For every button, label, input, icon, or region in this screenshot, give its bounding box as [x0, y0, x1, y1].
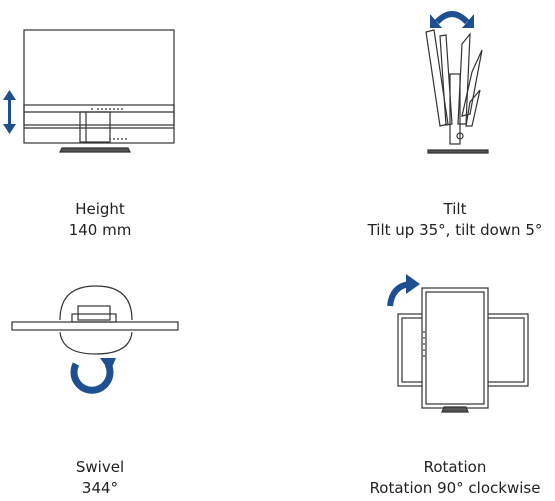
curved-double-arrow-icon — [430, 11, 474, 28]
height-adjust-illustration — [3, 29, 175, 153]
rotation-adjust-illustration — [387, 274, 529, 413]
tilt-adjust-illustration — [425, 11, 489, 154]
swivel-title: Swivel — [75, 458, 125, 476]
tilt-caption: Tilt Tilt up 35°, tilt down 5° — [355, 199, 555, 241]
rotation-detail: Rotation 90° clockwise — [369, 479, 541, 497]
height-title: Height — [75, 200, 125, 218]
rotation-title: Rotation — [423, 458, 487, 476]
tilt-detail: Tilt up 35°, tilt down 5° — [367, 221, 543, 239]
height-caption: Height 140 mm — [40, 199, 160, 241]
height-detail: 140 mm — [68, 221, 132, 239]
tilt-title: Tilt — [443, 200, 467, 218]
swivel-detail: 344° — [81, 479, 119, 497]
swivel-adjust-illustration — [11, 285, 179, 394]
rotation-caption: Rotation Rotation 90° clockwise — [355, 457, 555, 499]
circular-arrow-icon — [70, 358, 116, 394]
vertical-double-arrow-icon — [3, 90, 16, 134]
curved-arrow-clockwise-icon — [387, 274, 420, 307]
swivel-caption: Swivel 344° — [40, 457, 160, 499]
